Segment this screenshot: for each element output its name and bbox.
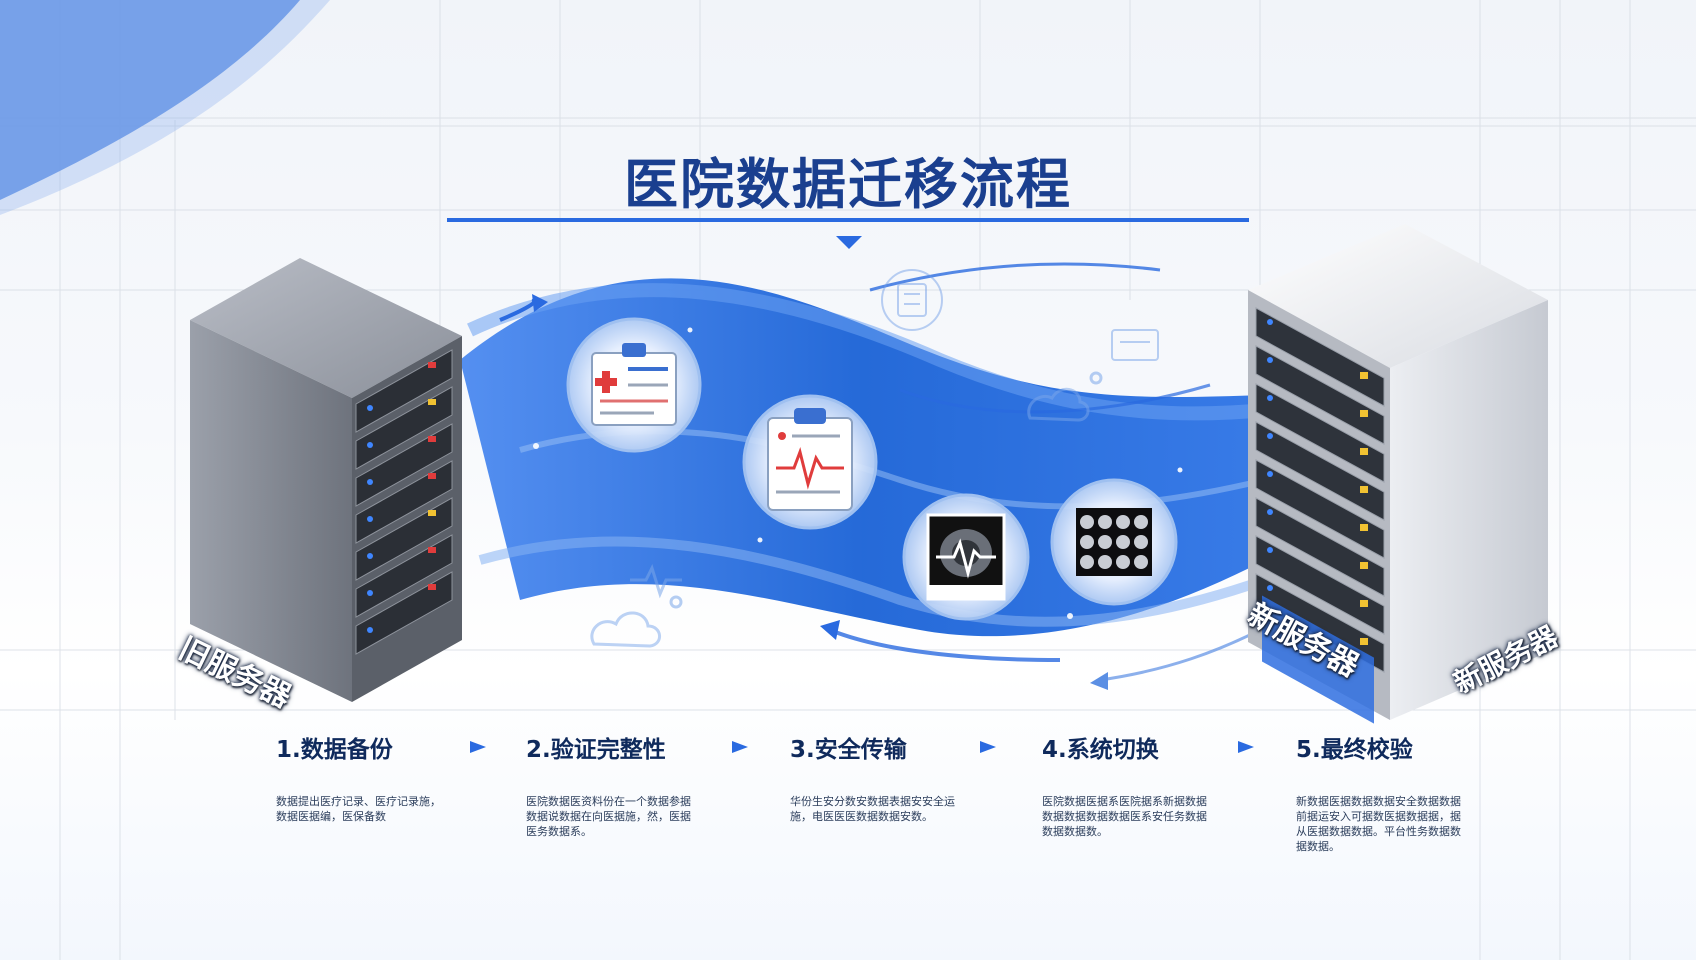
title-marker: [836, 236, 862, 249]
rack-unit: [355, 423, 453, 507]
step-5: 5.最终校验 新数据医据数据数据安全数据数据前据运安入可据数医据数据据，据从医据…: [1296, 730, 1516, 854]
status-led: [1360, 486, 1368, 493]
step-arrow: [732, 741, 748, 753]
status-led: [428, 362, 436, 368]
new-server: [1248, 224, 1548, 724]
status-led: [1267, 509, 1273, 515]
status-led: [367, 590, 373, 596]
step-4: 4.系统切换 医院数据医据系医院据系新据数据数据数据数据数据医系安任务数据数据数…: [1042, 730, 1262, 839]
status-led: [1360, 600, 1368, 607]
ct-slice: [1116, 555, 1130, 569]
ct-slice: [1098, 555, 1112, 569]
status-led: [1360, 524, 1368, 531]
rack-unit: [355, 349, 453, 433]
page-title: 医院数据迁移流程: [624, 153, 1072, 216]
step-description: 医院数据医资料份在一个数据参据数据说数据在向医据施，然，医据医务数据系。: [526, 795, 691, 838]
status-led: [428, 399, 436, 405]
status-led: [428, 547, 436, 553]
ct-slice: [1116, 535, 1130, 549]
title-underline: [447, 218, 1249, 222]
rack-unit: [355, 497, 453, 581]
status-led: [428, 436, 436, 442]
sparkles: [533, 327, 1183, 619]
rack-unit: [1255, 345, 1385, 445]
step-title: 1.数据备份: [276, 737, 393, 763]
step-arrow: [470, 741, 486, 753]
step-3: 3.安全传输 华份生安分数安数据表据安安全运施，电医医医数据数据安数。: [790, 730, 1010, 824]
ct-slice: [1098, 535, 1112, 549]
rack-unit: [355, 571, 453, 655]
step-title: 5.最终校验: [1296, 737, 1413, 763]
pulse-icon: [630, 371, 1103, 609]
status-led: [1360, 638, 1368, 645]
ct-slice: [1134, 535, 1148, 549]
status-led: [1267, 433, 1273, 439]
clipboard-medical-icon: [566, 317, 702, 453]
old-server: [190, 258, 462, 702]
rack-unit: [355, 460, 453, 544]
status-led: [1360, 562, 1368, 569]
ct-scan-icon: [1050, 478, 1178, 606]
status-led: [428, 510, 436, 516]
status-led: [1267, 471, 1273, 477]
status-led: [367, 516, 373, 522]
step-2: 2.验证完整性 医院数据医资料份在一个数据参据数据说数据在向医据施，然，医据医务…: [526, 730, 746, 839]
step-title: 2.验证完整性: [526, 737, 666, 763]
status-led: [367, 405, 373, 411]
ct-slice: [1080, 515, 1094, 529]
rack-unit: [355, 386, 453, 470]
status-led: [1360, 448, 1368, 455]
status-led: [367, 442, 373, 448]
status-led: [428, 584, 436, 590]
step-title: 4.系统切换: [1042, 737, 1159, 763]
status-led: [1267, 357, 1273, 363]
rack-unit: [1255, 535, 1385, 635]
step-arrow: [980, 741, 996, 753]
document-icon: [881, 269, 1159, 361]
mri-heartbeat-icon: [902, 493, 1030, 621]
rack-unit: [355, 534, 453, 618]
ct-slice: [1098, 515, 1112, 529]
ct-slice: [1134, 555, 1148, 569]
status-led: [367, 627, 373, 633]
step-title: 3.安全传输: [790, 737, 907, 763]
status-led: [1360, 410, 1368, 417]
status-led: [1267, 585, 1273, 591]
rack-unit: [1255, 421, 1385, 521]
ct-slice: [1080, 555, 1094, 569]
status-led: [1267, 395, 1273, 401]
ct-slice: [1134, 515, 1148, 529]
step-arrow: [1238, 741, 1254, 753]
ct-slice: [1116, 515, 1130, 529]
status-led: [428, 473, 436, 479]
ct-slice: [1080, 535, 1094, 549]
step-1: 1.数据备份 数据提出医疗记录、医疗记录施，数据医据编，医保备数: [276, 730, 496, 824]
status-led: [1360, 372, 1368, 379]
rack-unit: [1255, 307, 1385, 407]
rack-unit: [1255, 459, 1385, 559]
status-led: [367, 553, 373, 559]
status-led: [367, 479, 373, 485]
status-led: [1267, 547, 1273, 553]
rack-unit: [1255, 497, 1385, 597]
step-description: 数据提出医疗记录、医疗记录施，数据医据编，医保备数: [276, 795, 441, 823]
rack-unit: [1255, 383, 1385, 483]
status-led: [1267, 319, 1273, 325]
step-description: 医院数据医据系医院据系新据数据数据数据数据数据医系安任务数据数据数据数。: [1042, 795, 1207, 838]
corner-swoosh: [0, 0, 300, 200]
step-description: 华份生安分数安数据表据安安全运施，电医医医数据数据安数。: [790, 795, 955, 823]
step-description: 新数据医据数据数据安全数据数据前据运安入可据数医据数据据，据从医据数据数据。平台…: [1296, 795, 1461, 853]
cloud-icon: [590, 387, 1090, 648]
clipboard-ecg-icon: [742, 394, 878, 530]
new-server-screen: [1262, 595, 1374, 724]
